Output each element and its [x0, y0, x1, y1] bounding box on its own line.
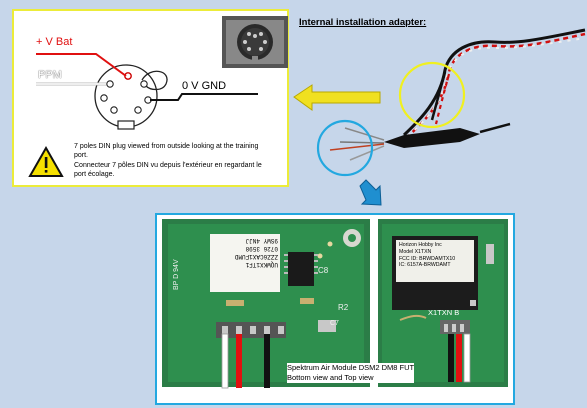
board-label-line: ZZZ6CAX1FUMD — [234, 253, 278, 260]
ppm-label: PPM — [38, 69, 62, 81]
board-ref-c7: C7 — [330, 320, 339, 327]
module-bottom-view-photo — [162, 219, 370, 389]
board-label: UQWKX1TF1 ZZZ6CAX1FUMD 0726 3598 9SWY 4N… — [216, 236, 278, 268]
pin-3 — [140, 80, 148, 88]
board-ref-c8: C8 — [318, 266, 329, 275]
pin-6 — [110, 106, 118, 114]
connector-wires-highlight — [316, 119, 374, 177]
module-label-line: Horizon Hobby Inc — [399, 242, 442, 248]
module-caption-line: Bottom view and Top view — [287, 373, 374, 382]
din-connector-icon — [94, 64, 168, 130]
module-label-line: IC: 6157A-BRWDAMT — [399, 262, 451, 269]
module-caption-line: Spektrum Air Module DSM2 DM8 FUT — [287, 363, 415, 372]
gnd-wire — [150, 93, 258, 101]
warning-triangle-icon — [28, 145, 64, 177]
wire-ends-highlight — [398, 61, 466, 129]
vbat-label: + V Bat — [36, 36, 73, 48]
din-note-en: 7 poles DIN plug viewed from outside loo… — [74, 143, 259, 159]
din-socket-photo — [222, 16, 288, 68]
adapter-title: Internal installation adapter: — [299, 17, 427, 28]
module-label: Horizon Hobby Inc Model X1TXN FCC ID: BR… — [399, 242, 455, 269]
adapter-cable-photo — [329, 28, 586, 161]
board-ref-r2: R2 — [338, 303, 349, 312]
din-note-fr: Connecteur 7 pôles DIN vu depuis l'extér… — [74, 162, 262, 178]
pin-ppm — [106, 80, 114, 88]
module-label-line: Model X1TXN — [399, 248, 432, 255]
module-chip-label: X1TXN B — [428, 308, 460, 317]
board-silkscreen: BP D 94V — [173, 259, 180, 290]
board-label-line: 9SWY 4NJJ — [245, 237, 278, 244]
arrow-down-icon — [359, 179, 382, 206]
board-label-line: 0726 3598 — [245, 245, 278, 252]
gnd-label: 0 V GND — [182, 80, 227, 92]
board-label-line: UQWKX1TF1 — [245, 261, 278, 268]
pin-4 — [100, 94, 108, 102]
module-label-line: FCC ID: BRWDAMTX10 — [399, 255, 456, 262]
pin-7 — [134, 106, 142, 114]
module-caption: Spektrum Air Module DSM2 DM8 FUT Bottom … — [287, 363, 415, 383]
arrow-left-icon — [293, 84, 381, 111]
vbat-wire — [36, 53, 127, 77]
module-top-view-photo — [378, 219, 508, 387]
